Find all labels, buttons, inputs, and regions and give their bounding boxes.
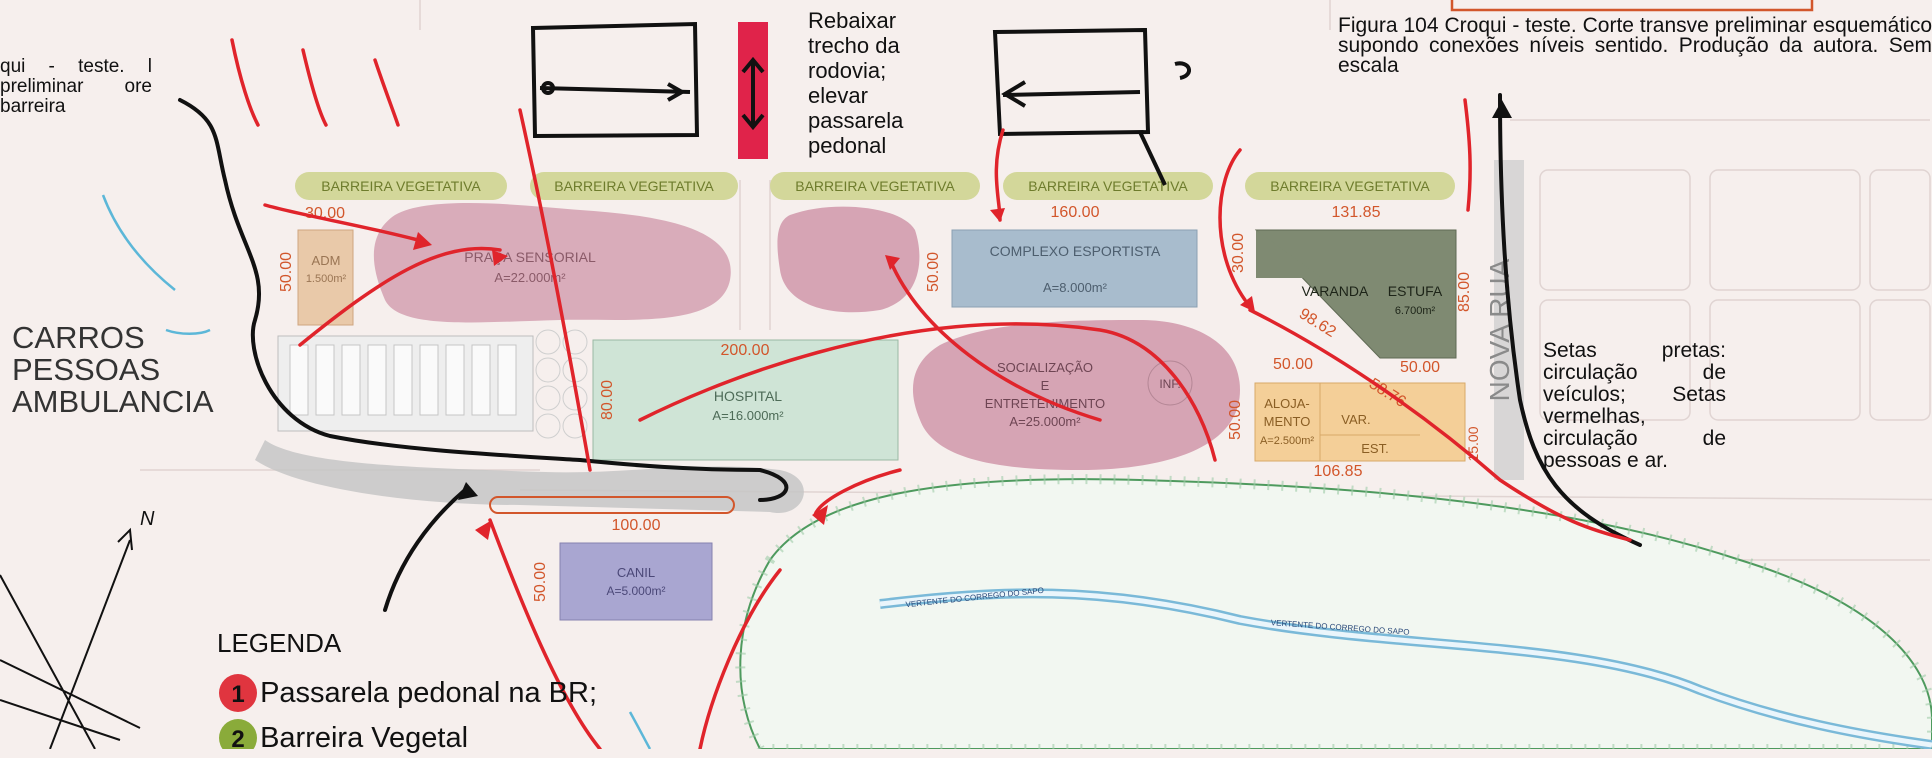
road-note: Rebaixar trecho da rodovia; elevar passa… (808, 8, 904, 158)
vehicle-road (255, 440, 804, 514)
estufa-name: ESTUFA (1388, 283, 1443, 299)
legend-item-1-number: 1 (231, 681, 245, 708)
access-label-ambulance: AMBULANCIA (12, 384, 214, 419)
access-label-people: PESSOAS (12, 352, 161, 387)
canil-dim-w: 100.00 (612, 517, 661, 534)
complexo-dim-h: 50.00 (925, 252, 942, 292)
estufa-dim-diag: 98.62 (1296, 305, 1339, 341)
legend-title: LEGENDA (217, 628, 342, 658)
hospital-name: HOSPITAL (714, 388, 782, 404)
zone-alojamento: ALOJA- MENTO A=2.500m² VAR. EST. 50.00 5… (1227, 356, 1481, 480)
legend-badges (219, 674, 257, 757)
alojamento-dim-w1: 50.00 (1273, 356, 1313, 373)
adm-name: ADM (312, 253, 341, 268)
adm-area: 1.500m² (306, 273, 347, 285)
praca-name: PRAÇA SENSORIAL (464, 249, 596, 265)
arrow-head-icon (413, 208, 1255, 540)
vegetation-bands: BARREIRA VEGETATIVA BARREIRA VEGETATIVA … (295, 172, 1455, 200)
varanda-name: VARANDA (1302, 283, 1369, 299)
hospital-area: A=16.000m² (712, 408, 784, 423)
legend-item-2-text: Barreira Vegetal (260, 722, 469, 754)
right-caption: Figura 104 Croqui - teste. Corte transve… (1338, 14, 1932, 77)
vegetation-band-3: BARREIRA VEGETATIVA (770, 172, 980, 200)
socializacao-area: A=25.000m² (1009, 414, 1081, 429)
access-label-cars: CARROS (12, 320, 145, 355)
praca-area: A=22.000m² (494, 270, 566, 285)
estufa-dim-w: 131.85 (1332, 204, 1381, 221)
pedestrian-walkway (489, 496, 735, 514)
legend-item-1-text: Passarela pedonal na BR; (260, 677, 598, 709)
legend-item-2-number: 2 (231, 726, 245, 753)
alojamento-var: VAR. (1341, 412, 1370, 427)
socializacao-name1: SOCIALIZAÇÃO (997, 360, 1093, 375)
vegetation-band-label: BARREIRA VEGETATIVA (321, 178, 481, 194)
parking-area (277, 335, 534, 432)
complexo-name: COMPLEXO ESPORTISTA (990, 243, 1161, 259)
left-caption: qui - teste. l preliminar ore barreira (0, 56, 152, 117)
vegetation-band-label: BARREIRA VEGETATIVA (1270, 178, 1430, 194)
alojamento-name2: MENTO (1264, 414, 1311, 429)
access-arrows (101, 194, 652, 750)
vegetation-band-2: BARREIRA VEGETATIVA (530, 172, 738, 200)
alojamento-dim-left: 50.00 (1227, 400, 1244, 440)
section-sketches (530, 21, 1191, 186)
legend-item-1: 1 Passarela pedonal na BR; (224, 675, 597, 713)
arrow-head-icon (1492, 100, 1512, 118)
canil-area: A=5.000m² (606, 584, 665, 598)
hospital-dim-w: 200.00 (721, 342, 770, 359)
estufa-dim-h: 85.00 (1456, 272, 1473, 312)
north-label: N (140, 508, 155, 530)
vegetation-band-label: BARREIRA VEGETATIVA (1028, 178, 1188, 194)
caption-frame (1450, 0, 1814, 12)
complexo-area: A=8.000m² (1043, 280, 1108, 295)
canil-dim-h: 50.00 (532, 562, 549, 602)
canil-name: CANIL (617, 565, 655, 580)
vegetation-band-4: BARREIRA VEGETATIVA (1003, 172, 1213, 200)
socializacao-name2: E (1041, 378, 1050, 393)
hospital-dim-h: 80.00 (599, 380, 616, 420)
alojamento-dim-w2: 50.00 (1400, 359, 1440, 376)
inf-name: INF. (1159, 377, 1180, 391)
zone-canil: CANIL A=5.000m² 100.00 50.00 (532, 517, 713, 621)
arrows-legend-note: Setas pretas: circulação de veículos; Se… (1543, 339, 1726, 472)
compass-rose (0, 527, 141, 750)
pedestrian-arrows (230, 38, 1632, 751)
zone-hospital: HOSPITAL A=16.000m² 200.00 80.00 (592, 339, 899, 461)
tree-cluster (535, 329, 588, 439)
double-arrow-icon (741, 56, 765, 131)
legend-item-2: 2 Barreira Vegetal (224, 720, 468, 758)
vegetation-band-1: BARREIRA VEGETATIVA (295, 172, 507, 200)
arrow-head-icon (458, 482, 478, 500)
zone-varanda-estufa: VARANDA ESTUFA 6.700m² 131.85 85.00 30.0… (1230, 204, 1473, 359)
alojamento-dim-bottom: 106.85 (1314, 463, 1363, 480)
complexo-dim-w: 160.00 (1051, 204, 1100, 221)
zone-complexo-esportista: COMPLEXO ESPORTISTA A=8.000m² 160.00 50.… (777, 204, 1198, 313)
alojamento-area: A=2.500m² (1260, 435, 1314, 447)
estufa-area: 6.700m² (1395, 305, 1436, 317)
forest-area: VERTENTE DO CORREGO DO SAPO VERTENTE DO … (735, 474, 1932, 754)
adm-dim-h: 50.00 (278, 252, 295, 292)
vegetation-band-5: BARREIRA VEGETATIVA (1245, 172, 1455, 200)
socializacao-name3: ENTRETENIMENTO (985, 396, 1105, 411)
zone-socializacao: INF. SOCIALIZAÇÃO E ENTRETENIMENTO A=25.… (912, 320, 1240, 470)
vegetation-band-label: BARREIRA VEGETATIVA (795, 178, 955, 194)
alojamento-name1: ALOJA- (1264, 396, 1310, 411)
vehicle-arrows (178, 93, 1642, 612)
vegetation-band-label: BARREIRA VEGETATIVA (554, 178, 714, 194)
alojamento-est: EST. (1361, 441, 1388, 456)
estufa-dim-left: 30.00 (1230, 233, 1247, 273)
